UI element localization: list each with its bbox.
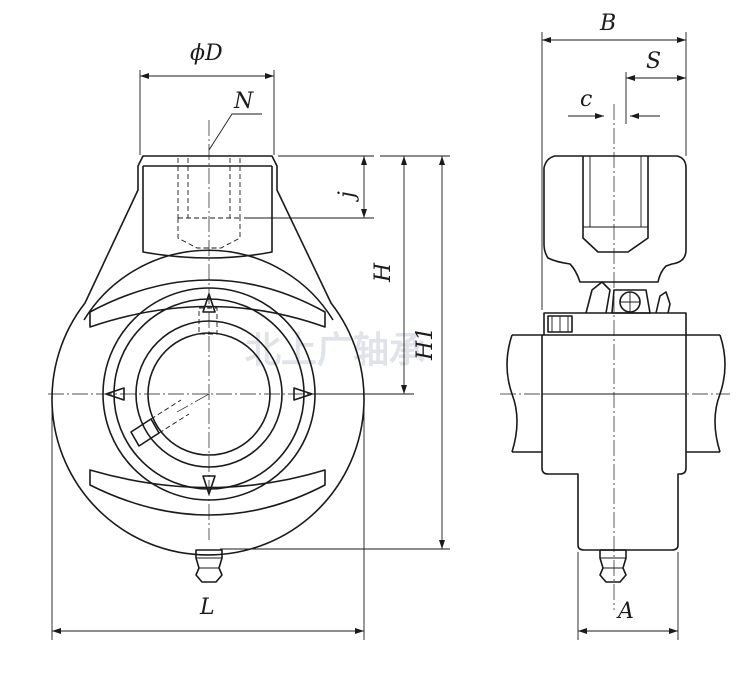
side-tapped-hole	[582, 156, 649, 253]
label-c: c	[580, 87, 592, 112]
grease-channel	[198, 307, 218, 335]
label-S: S	[646, 49, 661, 74]
set-screw-hidden-a	[150, 399, 182, 420]
leader-N	[208, 113, 262, 151]
side-housing-body	[541, 335, 687, 551]
watermark: 北上广轴承	[245, 330, 425, 371]
label-B: B	[599, 11, 616, 36]
housing-neck	[142, 166, 273, 259]
housing-inner-arc	[83, 249, 334, 321]
side-seal-detail	[585, 281, 671, 314]
set-screw-axis	[176, 393, 210, 413]
label-N: N	[233, 89, 254, 114]
grease-nipple-side	[599, 549, 627, 583]
shaft	[506, 334, 726, 453]
grease-nipple-front	[195, 549, 223, 583]
label-A: A	[616, 599, 634, 624]
front-view: ϕD N j H H1 L	[48, 41, 450, 640]
lower-slot	[89, 469, 326, 516]
label-L: L	[199, 595, 215, 620]
label-H: H	[371, 262, 396, 283]
set-screw-hidden-b	[158, 413, 190, 434]
label-diameter-D: ϕD	[190, 41, 223, 66]
label-H1: H1	[413, 327, 438, 361]
upper-slot	[89, 279, 326, 328]
label-j: j	[335, 191, 360, 203]
side-view: B S c A	[500, 11, 730, 640]
side-top-boss	[543, 155, 687, 283]
side-race-section	[611, 289, 651, 314]
housing-outline	[51, 155, 365, 556]
